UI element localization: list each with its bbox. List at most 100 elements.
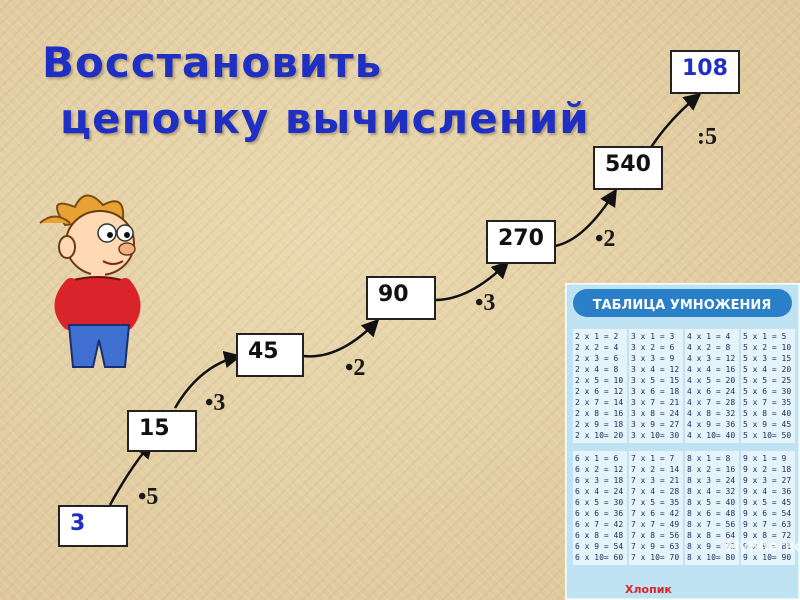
table-cell: 8 x 6 = 48 (687, 509, 735, 518)
table-cell: 2 x 4 = 8 (575, 365, 619, 374)
table-cell: 8 x 2 = 16 (687, 465, 735, 474)
table-cell: 6 x 7 = 42 (575, 520, 623, 529)
table-cell: 6 x 8 = 48 (575, 531, 623, 540)
table-cell: 6 x 2 = 12 (575, 465, 623, 474)
table-bottom-block: 6 x 1 = 66 x 2 = 126 x 3 = 186 x 4 = 246… (573, 451, 795, 565)
table-cell: 6 x 10= 60 (575, 553, 623, 562)
table-cell: 2 x 3 = 6 (575, 354, 619, 363)
table-cell: 2 x 8 = 16 (575, 409, 623, 418)
table-cell: 9 x 1 = 9 (743, 454, 787, 463)
table-cell: 7 x 6 = 42 (631, 509, 679, 518)
table-column-bg (741, 451, 795, 565)
watermark-text: MyShared (726, 539, 800, 555)
op-label-3: •2 (345, 355, 366, 381)
op-label-4: •3 (475, 290, 496, 316)
table-cell: 4 x 8 = 32 (687, 409, 735, 418)
table-cell: 3 x 5 = 15 (631, 376, 679, 385)
table-cell: 9 x 9 = 81 (743, 542, 791, 551)
table-cell: 7 x 3 = 21 (631, 476, 679, 485)
table-cell: 9 x 7 = 63 (743, 520, 791, 529)
table-cell: 2 x 10= 20 (575, 431, 623, 440)
table-cell: 2 x 1 = 2 (575, 332, 619, 341)
table-cell: 8 x 10= 80 (687, 553, 735, 562)
table-cell: 7 x 7 = 49 (631, 520, 679, 529)
table-cell: 3 x 4 = 12 (631, 365, 679, 374)
table-cell: 8 x 9 = 72 (687, 542, 735, 551)
table-cell: 2 x 9 = 18 (575, 420, 623, 429)
table-cell: 8 x 8 = 64 (687, 531, 735, 540)
table-cell: 9 x 10= 90 (743, 553, 791, 562)
arrow-90-to-270 (434, 260, 510, 302)
table-cell: 3 x 1 = 3 (631, 332, 675, 341)
table-cell: 4 x 4 = 16 (687, 365, 735, 374)
cartoon-boy-illustration (39, 194, 141, 368)
table-cell: 4 x 3 = 12 (687, 354, 735, 363)
table-cell: 6 x 6 = 36 (575, 509, 623, 518)
chain-box-3: 45 (236, 333, 304, 377)
table-cell: 6 x 3 = 18 (575, 476, 623, 485)
table-cell: 9 x 6 = 54 (743, 509, 791, 518)
page-title-line-1: Восстановить (42, 38, 383, 87)
table-cell: 2 x 7 = 14 (575, 398, 623, 407)
table-cell: 5 x 5 = 25 (743, 376, 791, 385)
table-cell: 2 x 6 = 12 (575, 387, 623, 396)
table-cell: 9 x 8 = 72 (743, 531, 791, 540)
table-cell: 7 x 10= 70 (631, 553, 679, 562)
table-cell: 6 x 5 = 30 (575, 498, 623, 507)
arrow-270-to-540 (554, 188, 618, 248)
table-cell: 3 x 9 = 27 (631, 420, 679, 429)
table-cell: 8 x 5 = 40 (687, 498, 735, 507)
table-cell: 2 x 5 = 10 (575, 376, 623, 385)
table-cell: 5 x 6 = 30 (743, 387, 791, 396)
table-cell: 3 x 6 = 18 (631, 387, 679, 396)
chain-box-start: 3 (58, 505, 128, 547)
table-cell: 5 x 7 = 35 (743, 398, 791, 407)
table-column-bg (573, 329, 627, 443)
table-cell: 5 x 8 = 40 (743, 409, 791, 418)
table-cell: 8 x 7 = 56 (687, 520, 735, 529)
table-cell: 4 x 6 = 24 (687, 387, 735, 396)
table-cell: 3 x 10= 30 (631, 431, 679, 440)
poster-title: ТАБЛИЦА УМНОЖЕНИЯ (593, 298, 772, 313)
op-label-2: •3 (205, 390, 226, 416)
arrow-15-to-45 (173, 350, 242, 409)
table-cell: 7 x 2 = 14 (631, 465, 679, 474)
table-cell: 2 x 2 = 4 (575, 343, 619, 352)
table-column-bg (685, 451, 739, 565)
table-cell: 5 x 3 = 15 (743, 354, 791, 363)
op-label-6: :5 (697, 124, 717, 150)
poster-brand: Хлопик (625, 583, 672, 596)
table-column-bg (629, 451, 683, 565)
table-column-bg (573, 451, 627, 565)
chain-box-4: 90 (366, 276, 436, 320)
table-cell: 5 x 1 = 5 (743, 332, 787, 341)
page-title-line-2: цепочку вычислений (60, 94, 590, 143)
table-cell: 7 x 1 = 7 (631, 454, 675, 463)
op-label-5: •2 (595, 226, 616, 252)
table-cell: 9 x 3 = 27 (743, 476, 791, 485)
table-cell: 7 x 4 = 28 (631, 487, 679, 496)
table-column-bg (741, 329, 795, 443)
table-cell: 9 x 2 = 18 (743, 465, 791, 474)
table-cell: 7 x 9 = 63 (631, 542, 679, 551)
chain-box-2: 15 (127, 410, 197, 452)
table-cell: 5 x 10= 50 (743, 431, 791, 440)
table-cell: 3 x 2 = 6 (631, 343, 675, 352)
table-cell: 4 x 9 = 36 (687, 420, 735, 429)
table-column-bg (629, 329, 683, 443)
table-cell: 7 x 8 = 56 (631, 531, 679, 540)
table-cell: 3 x 8 = 24 (631, 409, 679, 418)
table-cell: 6 x 9 = 54 (575, 542, 623, 551)
chain-box-5: 270 (486, 220, 556, 264)
table-cell: 9 x 4 = 36 (743, 487, 791, 496)
chain-box-6: 540 (593, 146, 663, 190)
table-cell: 5 x 2 = 10 (743, 343, 791, 352)
table-cell: 4 x 7 = 28 (687, 398, 735, 407)
table-cell: 4 x 1 = 4 (687, 332, 731, 341)
table-cell: 5 x 4 = 20 (743, 365, 791, 374)
op-label-1: •5 (138, 484, 159, 510)
table-cell: 3 x 3 = 9 (631, 354, 675, 363)
chain-box-end: 108 (670, 50, 740, 94)
arrow-540-to-108 (646, 92, 702, 153)
arrow-45-to-90 (302, 318, 380, 358)
